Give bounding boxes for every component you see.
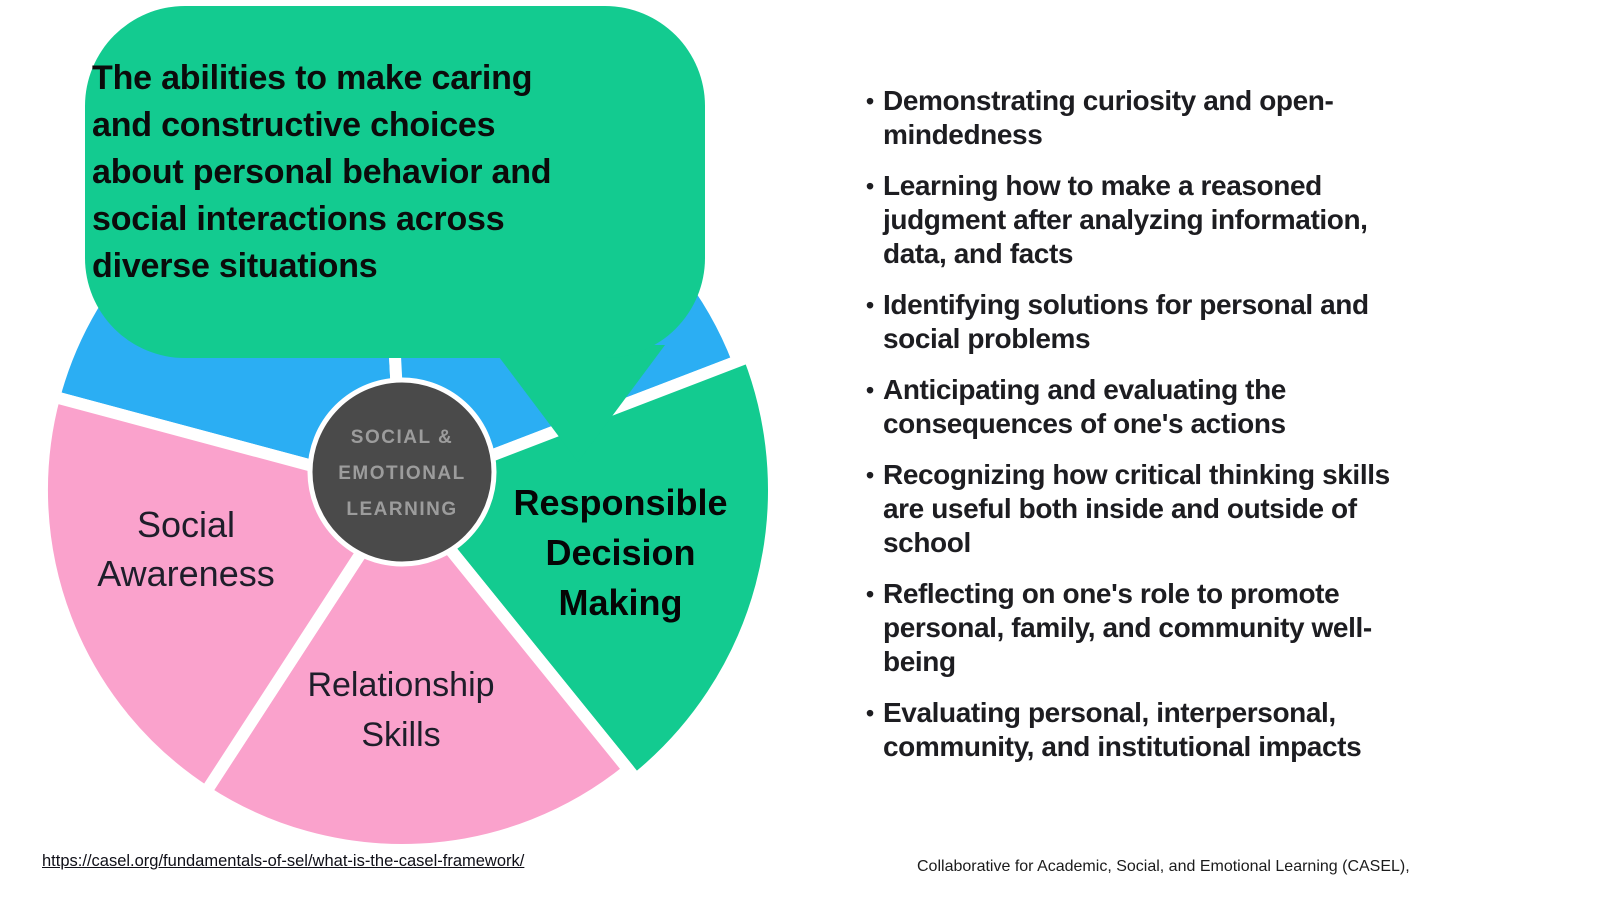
bullet-dot: • [866,462,875,488]
list-item-text: Anticipating and evaluating the conseque… [883,374,1286,439]
list-item: • Anticipating and evaluating the conseq… [866,373,1521,441]
rdm-skill-list: • Demonstrating curiosity and open- mind… [866,84,1521,781]
list-item-text: Identifying solutions for personal and s… [883,289,1369,354]
bullet-dot: • [866,700,875,726]
attribution-text: Collaborative for Academic, Social, and … [917,858,1410,875]
list-item-text: Demonstrating curiosity and open- minded… [883,85,1334,150]
segment-label-responsible-decision-making: Responsible Decision Making [513,482,728,623]
definition-bubble-text: The abilities to make caring and constru… [92,59,552,285]
segment-label-relationship-skills: Relationship Skills [307,666,495,754]
list-item-text: Reflecting on one's role to promote pers… [883,578,1372,677]
bullet-dot: • [866,292,875,318]
list-item: • Learning how to make a reasoned judgme… [866,169,1521,271]
source-link[interactable]: https://casel.org/fundamentals-of-sel/wh… [42,852,525,870]
list-item-text: Evaluating personal, interpersonal, comm… [883,697,1362,762]
list-item: • Evaluating personal, interpersonal, co… [866,696,1521,764]
definition-bubble-body [85,6,705,358]
definition-bubble-tail [490,345,665,462]
bullet-dot: • [866,581,875,607]
list-item: • Reflecting on one's role to promote pe… [866,577,1521,679]
segment-relationship-skills [199,484,635,856]
segment-label-social-awareness: Social Awareness [97,504,275,594]
center-circle-label: SOCIAL & EMOTIONAL LEARNING [338,427,466,520]
list-item-text: Learning how to make a reasoned judgment… [883,170,1368,269]
list-item: • Identifying solutions for personal and… [866,288,1521,356]
bullet-dot: • [866,88,875,114]
list-item-text: Recognizing how critical thinking skills… [883,459,1390,558]
wheel-svg [41,6,774,856]
bullet-dot: • [866,173,875,199]
list-item: • Demonstrating curiosity and open- mind… [866,84,1521,152]
bullet-dot: • [866,377,875,403]
list-item: • Recognizing how critical thinking skil… [866,458,1521,560]
center-circle [307,377,497,567]
sel-wheel: The abilities to make caring and constru… [41,6,774,856]
